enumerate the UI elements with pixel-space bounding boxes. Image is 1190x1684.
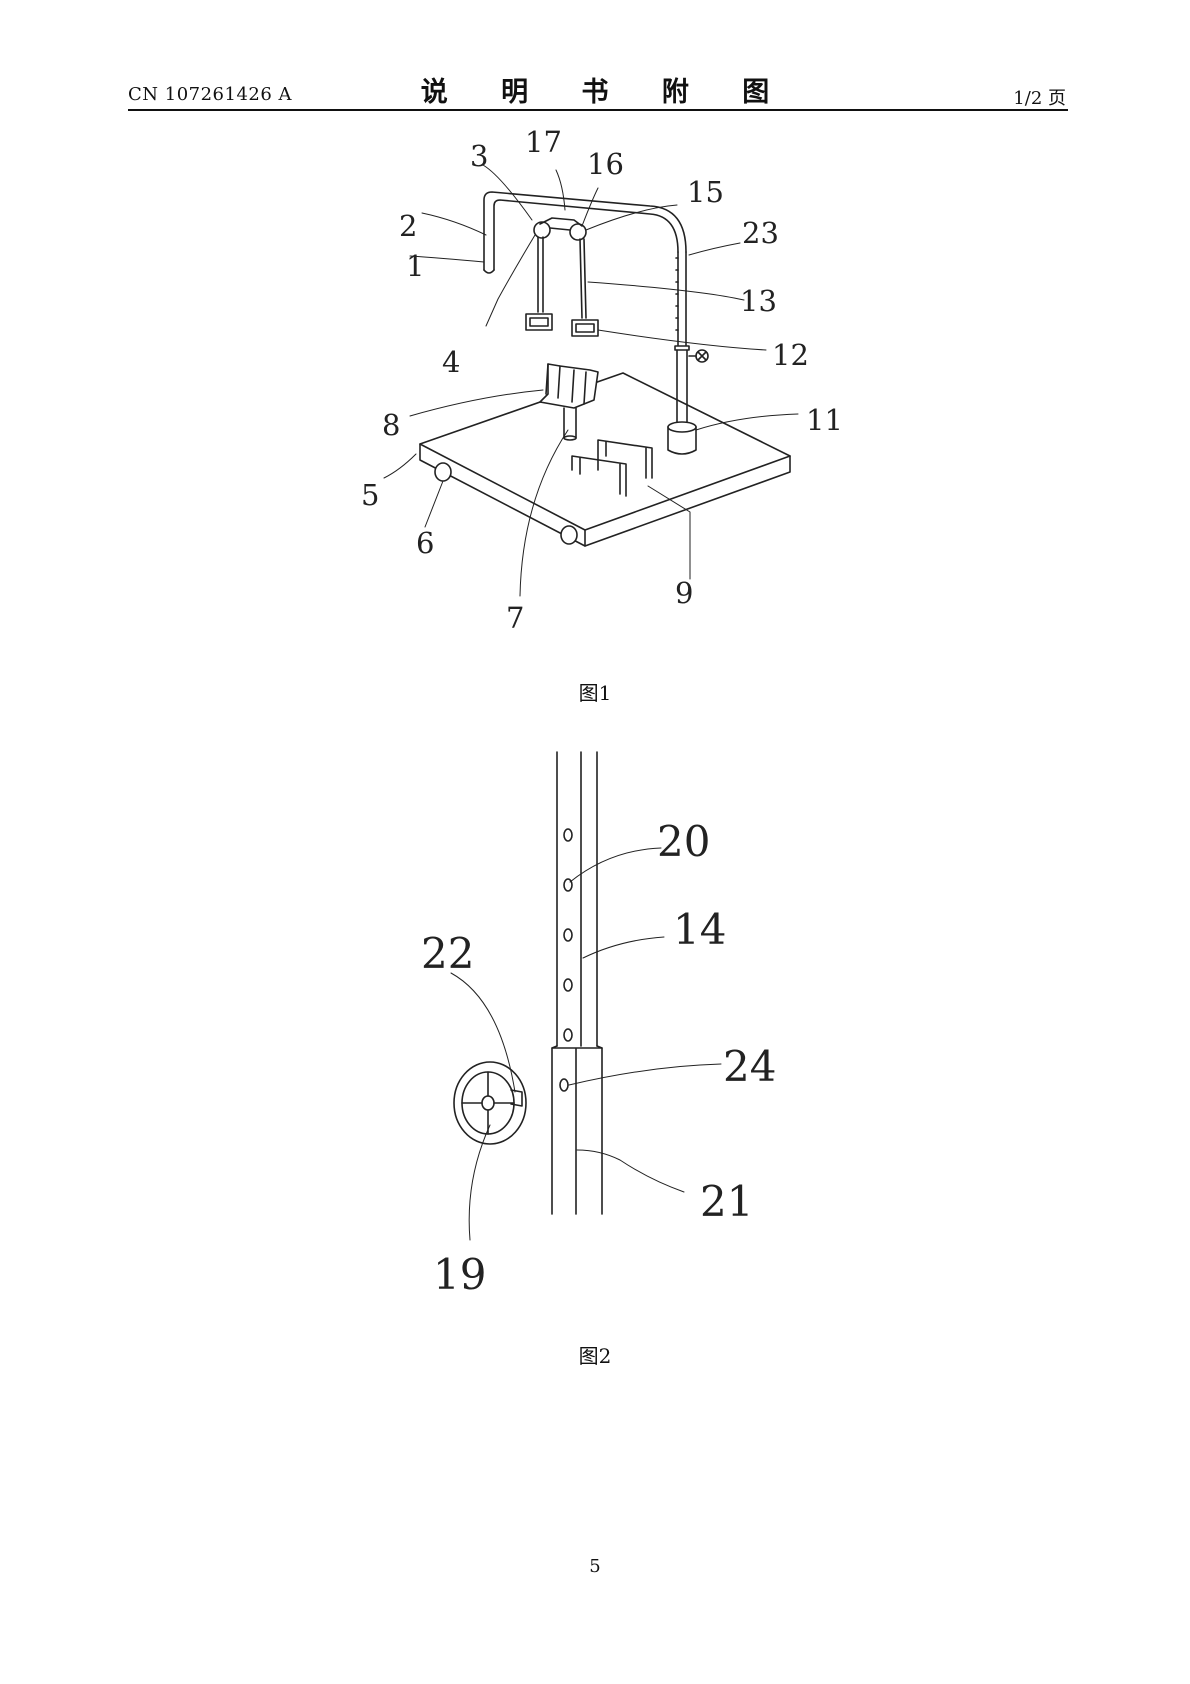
label-7: 7	[506, 601, 524, 635]
lower-tube	[551, 1047, 603, 1215]
pulley-left	[533, 221, 551, 239]
wheel-front-left	[434, 462, 452, 482]
figure-2-drawing: 14 19 20 21 22 24	[421, 751, 776, 1299]
rope-left	[537, 236, 544, 313]
page-indicator: 1/2 页	[1013, 88, 1066, 109]
adjust-holes	[563, 828, 573, 1042]
label-14: 14	[673, 905, 726, 954]
handle-left	[525, 313, 553, 331]
label-3: 3	[470, 139, 488, 173]
seat	[539, 363, 599, 409]
base-plate	[419, 372, 791, 531]
wheel-front-right	[560, 525, 578, 545]
handle-right	[571, 319, 599, 337]
foot-bar-front	[571, 455, 627, 497]
label-16: 16	[587, 147, 624, 181]
label-23: 23	[742, 216, 779, 250]
figure-1-drawing: 1 2 3 4 5 6 7 8 9 11 12 13 15 16 17 23	[361, 125, 843, 635]
label-15: 15	[687, 175, 724, 209]
label-6: 6	[416, 526, 434, 560]
label-9: 9	[675, 576, 693, 610]
label-24: 24	[723, 1042, 776, 1091]
upper-tube	[556, 751, 598, 1047]
label-22: 22	[421, 929, 474, 978]
label-1: 1	[406, 249, 424, 283]
header-rule	[128, 109, 1068, 111]
label-5: 5	[361, 478, 379, 512]
figure-2-caption: 图2	[578, 1344, 612, 1368]
figure-1-caption: 图1	[578, 681, 612, 705]
foot-bar-back	[597, 439, 653, 479]
label-4: 4	[442, 345, 460, 379]
label-20: 20	[657, 817, 710, 866]
label-19: 19	[433, 1250, 486, 1299]
label-11: 11	[806, 403, 843, 437]
label-17: 17	[525, 125, 562, 159]
label-12: 12	[772, 338, 809, 372]
hand-wheel-knob	[453, 1061, 527, 1145]
figure-1-labels: 1 2 3 4 5 6 7 8 9 11 12 13 15 16 17 23	[361, 125, 843, 635]
leader-lines	[450, 847, 722, 1241]
pulley-right	[569, 223, 587, 241]
page-title: 说 明 书 附 图	[420, 77, 792, 108]
label-13: 13	[740, 284, 777, 318]
upright-post	[676, 349, 688, 426]
post-base	[667, 426, 697, 455]
top-frame	[483, 191, 687, 271]
document-number: CN 107261426 A	[128, 84, 293, 105]
page-number: 5	[589, 1556, 601, 1577]
rope-right	[579, 238, 587, 319]
leader-lines	[383, 164, 799, 597]
label-8: 8	[382, 408, 400, 442]
seat-column	[563, 407, 577, 439]
label-21: 21	[700, 1177, 753, 1226]
label-2: 2	[399, 209, 417, 243]
figure-2-labels: 14 19 20 21 22 24	[421, 817, 776, 1299]
